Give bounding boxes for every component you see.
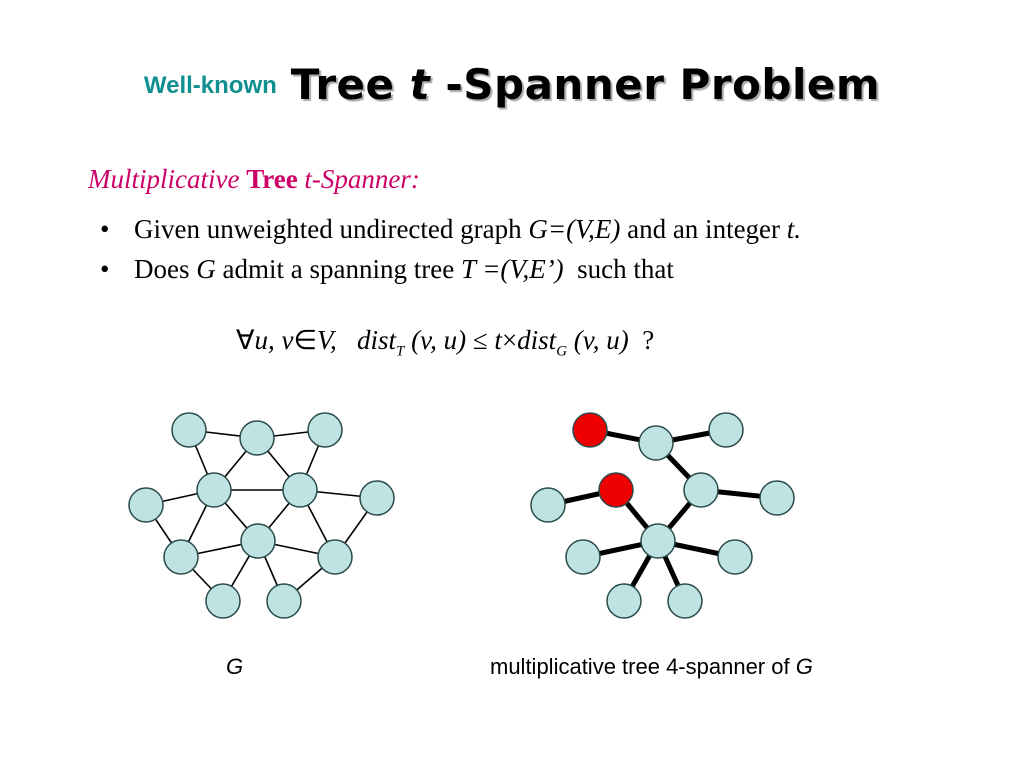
formula-sub-g: G: [556, 343, 568, 360]
bullet-text-part: Given unweighted undirected graph: [134, 214, 522, 244]
element-of-symbol: ∈: [293, 325, 317, 355]
times-symbol: ×: [501, 325, 518, 355]
bullet-text: Does G admit a spanning tree T =(V,E’) s…: [134, 254, 674, 285]
tree-node: [708, 412, 744, 448]
graph-g-node: [240, 523, 276, 559]
graph-g-node: [307, 412, 343, 448]
spanner-formula: ∀u, v∈V, distT (v, u) ≤ t×distG (v, u) ?: [236, 325, 654, 360]
tree-node: [683, 472, 719, 508]
caption-right-italic: G: [795, 654, 813, 679]
caption-right-text: multiplicative tree 4-spanner of: [490, 654, 790, 679]
graph-g-node: [282, 472, 318, 508]
graph-g-nodes: [128, 412, 395, 619]
graph-g-node: [205, 583, 241, 619]
bullet-text-italic: G=(V,E): [528, 214, 621, 244]
formula-t: t: [494, 325, 502, 355]
bullet-marker: •: [100, 254, 110, 284]
graph-g-node: [359, 480, 395, 516]
title-prefix: Well-known: [143, 72, 277, 99]
section-heading: Multiplicative Tree t-Spanner:: [88, 164, 420, 195]
graph-g-node: [239, 420, 275, 456]
bullet-text-part: and an integer: [627, 214, 781, 244]
bullet-text-italic: G: [196, 254, 216, 284]
heading-multiplicative: Multiplicative: [88, 164, 240, 194]
leq-symbol: ≤: [472, 325, 488, 355]
tree-highlight-node: [598, 472, 634, 508]
title-spanner: -Spanner Problem: [445, 60, 881, 109]
graph-g-node: [163, 539, 199, 575]
caption-left: G: [226, 654, 243, 680]
formula-sub-t: T: [396, 343, 405, 360]
tree-node: [530, 487, 566, 523]
bullet-text-italic: t.: [786, 214, 802, 244]
caption-right: multiplicative tree 4-spanner of G: [490, 654, 813, 680]
bullet-text-part: such that: [577, 254, 674, 284]
formula-dist-g: dist: [517, 325, 557, 355]
forall-symbol: ∀: [236, 325, 255, 355]
graph-g: [128, 412, 395, 619]
graph-g-node: [196, 472, 232, 508]
slide-title: Well-known Tree t -Spanner Problem: [0, 60, 1024, 109]
bullet-text-part: Does: [134, 254, 190, 284]
tree-node: [667, 583, 703, 619]
formula-args: (v, u): [573, 325, 629, 355]
tree-highlight-node: [572, 412, 608, 448]
title-main: Tree t -Spanner Problem: [291, 60, 880, 109]
heading-t-spanner: t-Spanner:: [304, 164, 420, 194]
graph-g-node: [266, 583, 302, 619]
tree-node: [759, 480, 795, 516]
bullet-text: Given unweighted undirected graph G=(V,E…: [134, 214, 801, 245]
formula-dist-t: dist: [357, 325, 397, 355]
tree-node: [640, 523, 676, 559]
formula-set: V,: [317, 325, 337, 355]
caption-left-text: G: [226, 654, 244, 679]
formula-args: (v, u): [411, 325, 467, 355]
graph-tree-spanner: [530, 412, 795, 619]
tree-node: [638, 425, 674, 461]
title-tree: Tree: [290, 60, 395, 109]
formula-vars: u, v: [254, 325, 294, 355]
graph-g-node: [128, 487, 164, 523]
graph-g-edges: [145, 429, 378, 602]
tree-node: [565, 539, 601, 575]
graph-g-node: [171, 412, 207, 448]
bullet-text-italic: T =(V,E’): [460, 254, 564, 284]
bullet-marker: •: [100, 214, 110, 244]
graph-g-node: [317, 539, 353, 575]
question-mark: ?: [642, 325, 655, 355]
heading-tree: Tree: [246, 164, 298, 194]
tree-node: [717, 539, 753, 575]
title-t: t: [409, 60, 431, 109]
bullet-text-part: admit a spanning tree: [222, 254, 455, 284]
tree-spanner-nodes: [530, 412, 795, 619]
tree-node: [606, 583, 642, 619]
